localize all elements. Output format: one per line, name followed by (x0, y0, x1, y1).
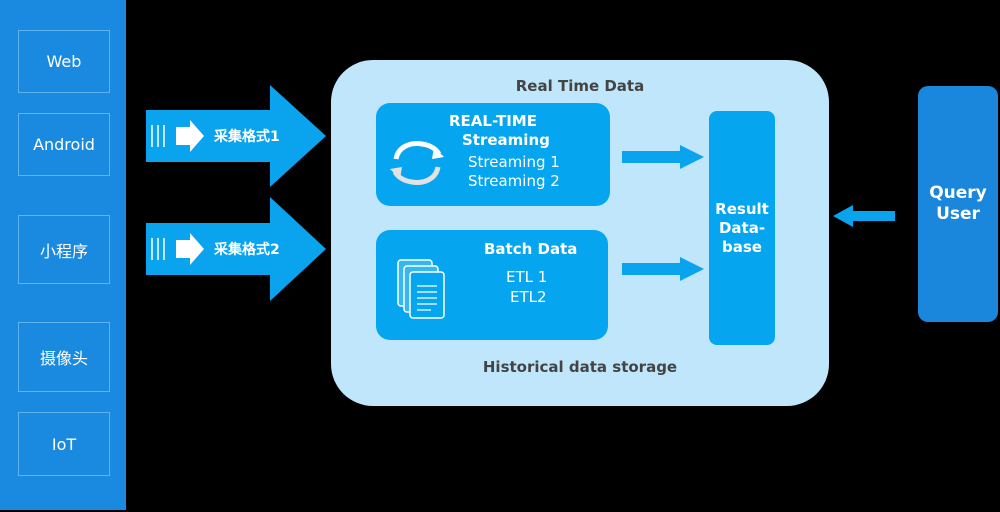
batch-title: Batch Data (484, 240, 578, 258)
query-line-1: Query (929, 183, 987, 203)
realtime-streaming-box: REAL-TIME Streaming Streaming 1 Streamin… (376, 103, 610, 206)
source-camera: 摄像头 (18, 322, 110, 392)
panel-bottom-title: Historical data storage (482, 358, 678, 376)
sources-panel: Web Android 小程序 摄像头 IoT (0, 0, 126, 510)
source-android: Android (18, 113, 110, 176)
result-database: Result Data- base (709, 111, 775, 345)
realtime-title-line1: REAL-TIME (449, 112, 537, 130)
input-label-1: 采集格式1 (214, 129, 280, 145)
arrow-right-icon (146, 85, 326, 187)
result-line-1: Result (715, 199, 769, 218)
panel-top-title: Real Time Data (515, 77, 645, 95)
arrow-right-icon (622, 145, 704, 169)
source-web: Web (18, 30, 110, 93)
arrow-right-icon (146, 197, 326, 301)
query-line-2: User (936, 204, 980, 224)
result-line-2: Data- (718, 218, 766, 237)
source-iot: IoT (18, 412, 110, 476)
document-stack-icon (397, 259, 445, 319)
realtime-title-line2: Streaming (462, 131, 550, 149)
input-arrow-1: 采集格式1 (146, 85, 326, 187)
batch-item-2: ETL2 (510, 288, 547, 306)
refresh-cycle-icon (390, 141, 444, 185)
result-line-3: base (722, 237, 762, 256)
input-label-2: 采集格式2 (214, 242, 280, 258)
query-user-box: Query User (918, 86, 998, 322)
batch-data-box: Batch Data ETL 1 ETL2 (376, 230, 608, 340)
arrow-left-icon (833, 205, 895, 227)
input-arrow-2: 采集格式2 (146, 197, 326, 301)
batch-item-1: ETL 1 (506, 268, 548, 286)
source-mini-program: 小程序 (18, 215, 110, 284)
realtime-item-1: Streaming 1 (468, 153, 560, 171)
arrow-right-icon (622, 257, 704, 281)
realtime-item-2: Streaming 2 (468, 172, 560, 190)
